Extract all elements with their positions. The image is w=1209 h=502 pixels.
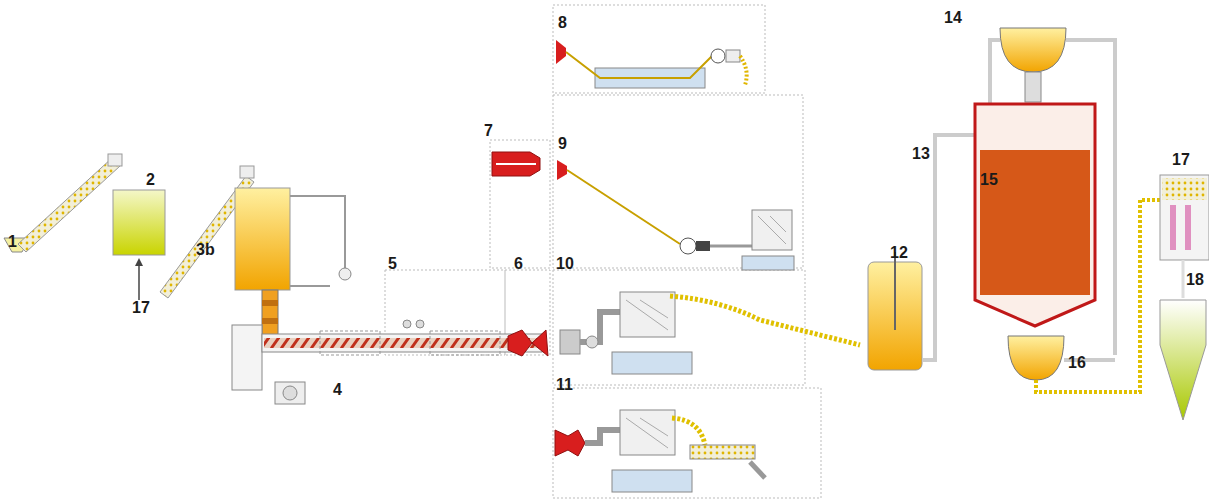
callout-number: 11	[556, 377, 573, 393]
callout-number: 2	[146, 172, 155, 188]
callout-number: 1	[8, 234, 17, 250]
callout-number: 17	[1172, 152, 1190, 168]
callout-number: 9	[558, 136, 567, 152]
callout-number: 13	[912, 146, 930, 162]
callout-number: 5	[388, 256, 397, 272]
callout-number: 17	[132, 300, 150, 316]
callout-number: 12	[890, 245, 908, 261]
callout-number: 8	[558, 15, 567, 31]
callout-number: 7	[484, 123, 493, 139]
callout-number: 16	[1068, 355, 1086, 371]
callout-number: 10	[556, 256, 574, 272]
callout-number: 6	[514, 256, 523, 272]
callout-number: 3b	[196, 242, 215, 258]
callout-number: 14	[944, 10, 962, 26]
callout-number: 18	[1186, 272, 1204, 288]
callout-number: 15	[980, 172, 998, 188]
callout-number: 4	[333, 382, 342, 398]
